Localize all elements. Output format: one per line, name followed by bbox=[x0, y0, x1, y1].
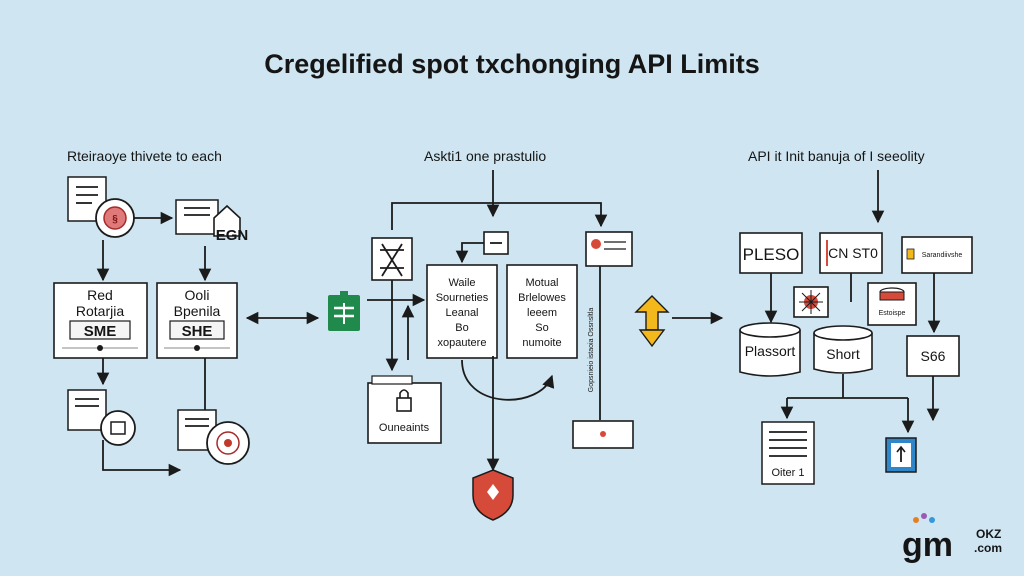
right-box1-label: PLESO bbox=[743, 245, 800, 264]
egn-document-icon: EGN bbox=[175, 199, 249, 244]
middle-box-a-line2: Sourneties bbox=[436, 292, 489, 304]
middle-box-b: Motual Brlelowes leeem So numoite bbox=[506, 264, 578, 359]
right-badge-label: Estoispe bbox=[879, 310, 906, 317]
page-title: Cregelified spot txchonging API Limits bbox=[264, 49, 760, 79]
security-shield-icon bbox=[472, 469, 514, 521]
middle-box-b-line1: Motual bbox=[525, 277, 558, 289]
section-middle-heading: Askti1 one prastulio bbox=[424, 148, 546, 164]
right-box6-label: S66 bbox=[921, 348, 946, 364]
locked-box-label: Ouneaints bbox=[379, 422, 430, 434]
left-box2-line3: SHE bbox=[182, 323, 213, 340]
vertical-note: Gopsnieio istaoia Ossnsltla bbox=[588, 308, 595, 393]
middle-box-b-line2: Brlelowes bbox=[518, 292, 566, 304]
locked-constraints-box: Ouneaints bbox=[367, 375, 442, 444]
right-box-pleso: PLESO bbox=[739, 232, 803, 274]
right-box4-label: Plassort bbox=[745, 343, 796, 359]
middle-box-a-line1: Waile bbox=[448, 277, 475, 289]
left-box2-line2: Bpenila bbox=[174, 303, 221, 319]
burst-icon bbox=[793, 286, 829, 318]
section-left-heading: Rteiraoye thivete to each bbox=[67, 148, 222, 164]
middle-box-b-line3: leeem bbox=[527, 307, 557, 319]
right-cylinder-short: Short bbox=[813, 325, 873, 374]
right-box-sarandi: Sarandiivshe bbox=[901, 236, 973, 274]
svg-text:§: § bbox=[112, 214, 118, 225]
minus-box-icon bbox=[483, 231, 509, 255]
right-box5-label: Short bbox=[826, 346, 860, 362]
right-box7-label: Oiter 1 bbox=[771, 467, 804, 479]
cross-box-icon bbox=[371, 237, 413, 281]
egn-label: EGN bbox=[216, 227, 249, 244]
small-document-icon bbox=[572, 420, 634, 449]
left-box1-line2: Rotarjia bbox=[76, 303, 124, 319]
logo-sub: .com bbox=[974, 541, 1002, 555]
left-box1-line1: Red bbox=[87, 287, 113, 303]
spreadsheet-icon bbox=[328, 291, 360, 331]
document-lock-icon bbox=[67, 389, 136, 446]
left-box1-line3: SME bbox=[84, 323, 117, 340]
document-seal-icon-bottom bbox=[177, 409, 250, 465]
middle-box-a-line3: Leanal bbox=[445, 307, 478, 319]
right-cylinder-plassort: Plassort bbox=[739, 322, 801, 377]
brand-logo: gm OKZ .com bbox=[902, 513, 1002, 564]
right-document-oiter: Oiter 1 bbox=[761, 421, 815, 485]
left-box2-line1: Ooli bbox=[185, 287, 210, 303]
logo-main: gm bbox=[902, 526, 953, 564]
middle-box-a-line4: Bo bbox=[455, 322, 468, 334]
middle-box-b-line4: So bbox=[535, 322, 548, 334]
document-seal-icon: § bbox=[67, 176, 135, 238]
section-right-heading: API it Init banuja of I seeolity bbox=[748, 148, 925, 164]
right-box3-label: Sarandiivshe bbox=[922, 252, 963, 259]
yellow-arrow-icon bbox=[634, 295, 670, 348]
left-box-sme: Red Rotarjia SME bbox=[53, 282, 148, 359]
middle-box-b-line5: numoite bbox=[522, 337, 561, 349]
right-box2-label: CN ST0 bbox=[828, 245, 878, 261]
right-box-cnst: CN ST0 bbox=[819, 232, 883, 274]
logo-super: OKZ bbox=[976, 527, 1001, 541]
right-box-s66: S66 bbox=[906, 335, 960, 377]
blue-tile-icon bbox=[885, 437, 917, 473]
document-stamp-icon bbox=[585, 231, 633, 267]
database-badge: Estoispe bbox=[867, 282, 917, 326]
left-box-she: Ooli Bpenila SHE bbox=[156, 282, 238, 359]
middle-box-a-line5: xopautere bbox=[438, 337, 487, 349]
middle-box-a: Waile Sourneties Leanal Bo xopautere bbox=[426, 264, 498, 359]
